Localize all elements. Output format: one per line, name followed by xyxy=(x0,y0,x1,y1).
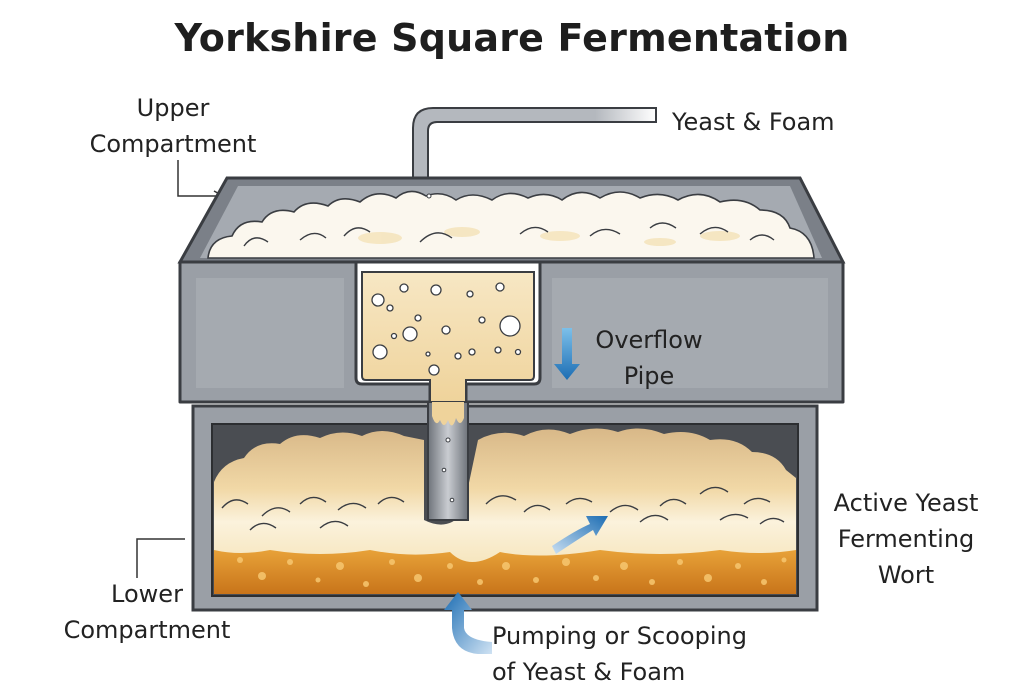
label-lower-compartment-line1: Lower xyxy=(111,580,183,608)
label-lower-compartment-line2: Compartment xyxy=(63,616,231,644)
label-overflow-pipe-line2: Pipe xyxy=(623,362,675,390)
yeast-foam-outlet-pipe xyxy=(412,107,657,184)
rising-yeast-arrow xyxy=(552,516,608,554)
overflow-down-arrow xyxy=(554,328,580,380)
label-pumping: Pumping or Scooping of Yeast & Foam xyxy=(492,618,747,690)
label-pumping-line2: of Yeast & Foam xyxy=(492,658,686,686)
diagram-title: Yorkshire Square Fermentation xyxy=(174,16,850,60)
label-active-yeast-line2: Fermenting xyxy=(837,525,975,553)
label-active-yeast-line3: Wort xyxy=(877,561,935,589)
label-overflow-pipe: Overflow Pipe xyxy=(584,322,714,394)
label-upper-compartment-line2: Compartment xyxy=(89,130,257,158)
label-overflow-pipe-line1: Overflow xyxy=(595,326,703,354)
wort-liquid xyxy=(214,548,796,594)
lower-compartment-leader-line xyxy=(136,538,185,578)
label-yeast-foam: Yeast & Foam xyxy=(672,108,835,136)
label-active-yeast: Active Yeast Fermenting Wort xyxy=(826,485,986,593)
label-lower-compartment: Lower Compartment xyxy=(52,576,242,648)
label-active-yeast-line1: Active Yeast xyxy=(833,489,979,517)
wort-bubbles xyxy=(237,557,787,587)
upper-compartment-leader-line xyxy=(177,160,222,197)
pumping-arrow xyxy=(444,592,492,654)
label-pumping-line1: Pumping or Scooping xyxy=(492,622,747,650)
label-upper-compartment-line1: Upper xyxy=(136,94,210,122)
label-upper-compartment: Upper Compartment xyxy=(82,90,264,162)
overflow-bubbles xyxy=(371,282,522,376)
